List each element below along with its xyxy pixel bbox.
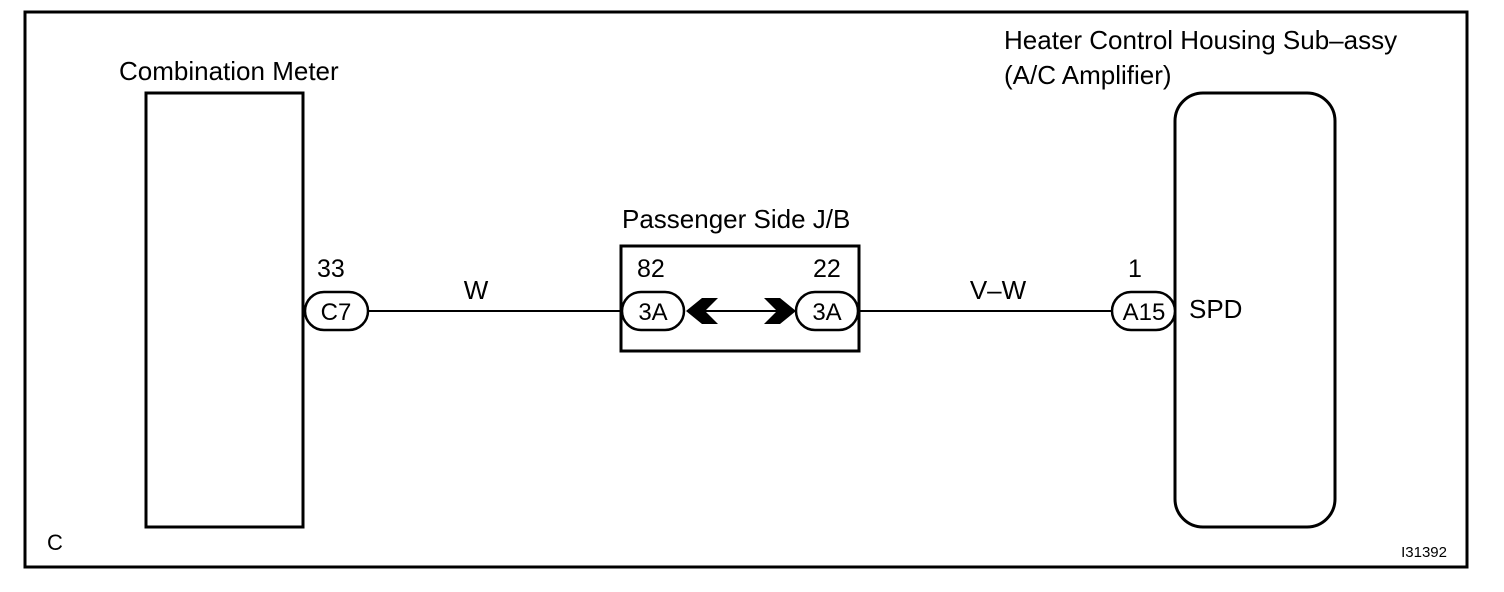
amplifier-title-line1: Heater Control Housing Sub–assy bbox=[1004, 25, 1397, 55]
junction-right-pin: 22 bbox=[813, 255, 841, 283]
amplifier-terminal-spd: SPD bbox=[1189, 294, 1242, 324]
wire-left-color-code: W bbox=[464, 275, 489, 305]
connector-c7-label: C7 bbox=[321, 299, 352, 326]
connector-a15 bbox=[1110, 290, 1177, 332]
combination-meter-pin: 33 bbox=[317, 255, 345, 283]
connector-3a-right bbox=[794, 290, 860, 332]
chevron-left-icon bbox=[686, 298, 718, 324]
amplifier-title-line2: (A/C Amplifier) bbox=[1004, 60, 1172, 90]
amplifier-pin: 1 bbox=[1128, 255, 1142, 283]
connector-3a-left bbox=[620, 290, 686, 332]
connector-3a-left-label: 3A bbox=[638, 299, 667, 326]
connector-3a-right-label: 3A bbox=[812, 299, 841, 326]
chevron-right-icon bbox=[764, 298, 796, 324]
diagram-frame bbox=[23, 10, 1469, 569]
junction-block-title: Passenger Side J/B bbox=[622, 204, 850, 234]
figure-code: I31392 bbox=[1401, 544, 1447, 561]
combination-meter-box bbox=[144, 91, 305, 529]
connector-a15-label: A15 bbox=[1123, 299, 1166, 326]
corner-letter: C bbox=[47, 530, 63, 555]
combination-meter-title: Combination Meter bbox=[119, 56, 339, 86]
junction-left-pin: 82 bbox=[637, 255, 665, 283]
wire-right-color-code: V–W bbox=[970, 275, 1027, 305]
junction-block-box bbox=[619, 244, 861, 353]
